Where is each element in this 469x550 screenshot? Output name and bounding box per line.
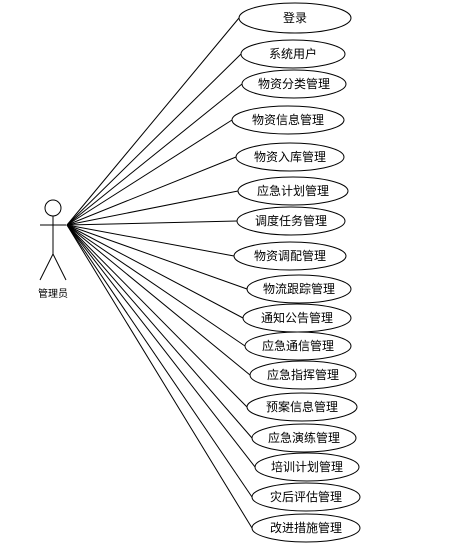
use-case-ellipse [238, 2, 352, 34]
use-cases: 登录系统用户物资分类管理物资信息管理物资入库管理应急计划管理调度任务管理物资调配… [231, 2, 361, 543]
use-case-ellipse [246, 274, 352, 304]
use-case-ellipse [236, 206, 346, 236]
association-line [66, 220, 238, 226]
use-case: 灾后评估管理 [251, 482, 361, 512]
use-case-ellipse [240, 39, 346, 69]
use-case-label: 应急通信管理 [262, 338, 334, 353]
use-case-label: 应急演练管理 [268, 430, 340, 445]
use-case: 应急通信管理 [244, 331, 352, 361]
use-case-label: 改进措施管理 [270, 520, 342, 535]
association-line [66, 53, 242, 226]
use-case: 应急计划管理 [237, 176, 349, 206]
use-case-label: 登录 [283, 10, 307, 25]
use-case: 登录 [238, 2, 352, 34]
use-case-label: 通知公告管理 [261, 310, 333, 325]
use-case-ellipse [241, 69, 347, 99]
use-case: 调度任务管理 [236, 206, 346, 236]
use-case-label: 系统用户 [269, 46, 317, 61]
use-case-label: 物资信息管理 [252, 112, 324, 127]
association-line [66, 156, 237, 226]
use-case-label: 物资分类管理 [258, 76, 330, 91]
association-line [66, 224, 253, 439]
use-case: 通知公告管理 [242, 303, 352, 333]
actor-label: 管理员 [38, 287, 68, 300]
association-line [66, 224, 253, 529]
actor-right-leg [52, 253, 67, 281]
association-line [66, 224, 246, 347]
use-case-label: 应急指挥管理 [267, 367, 339, 382]
association-line [66, 224, 253, 498]
use-case-label: 灾后评估管理 [270, 489, 342, 504]
actor-head [44, 199, 62, 217]
association-line [66, 224, 251, 376]
use-case-ellipse [251, 482, 361, 512]
use-case-ellipse [244, 331, 352, 361]
association-line [66, 224, 235, 257]
use-case-label: 物资调配管理 [254, 248, 326, 263]
use-case: 预案信息管理 [246, 392, 358, 422]
use-case: 物资信息管理 [231, 105, 345, 135]
use-case: 应急指挥管理 [249, 360, 357, 390]
use-case-ellipse [233, 241, 347, 271]
use-case-label: 应急计划管理 [257, 183, 329, 198]
actor-administrator: 管理员 [38, 199, 68, 300]
use-case-ellipse [249, 360, 357, 390]
use-case-ellipse [237, 176, 349, 206]
association-line [66, 83, 243, 226]
use-case: 物资入库管理 [235, 142, 345, 172]
association-line [66, 119, 233, 226]
use-case-ellipse [254, 452, 360, 482]
association-line [66, 224, 256, 468]
use-case: 系统用户 [240, 39, 346, 69]
use-case-ellipse [231, 105, 345, 135]
use-case: 物资分类管理 [241, 69, 347, 99]
use-case: 物流跟踪管理 [246, 274, 352, 304]
association-line [66, 224, 244, 319]
association-line [66, 224, 248, 408]
use-case-label: 物流跟踪管理 [263, 281, 335, 296]
use-case-ellipse [251, 513, 361, 543]
use-case: 培训计划管理 [254, 452, 360, 482]
use-case: 改进措施管理 [251, 513, 361, 543]
use-case: 应急演练管理 [251, 423, 357, 453]
use-case: 物资调配管理 [233, 241, 347, 271]
association-line [66, 190, 239, 226]
use-case-ellipse [251, 423, 357, 453]
association-line [66, 224, 248, 290]
use-case-ellipse [235, 142, 345, 172]
use-case-label: 培训计划管理 [271, 459, 343, 474]
use-case-label: 预案信息管理 [266, 399, 338, 414]
use-case-label: 调度任务管理 [255, 213, 327, 228]
actor-left-leg [39, 253, 54, 281]
association-line [66, 17, 240, 226]
association-lines [66, 17, 256, 529]
use-case-label: 物资入库管理 [254, 149, 326, 164]
use-case-ellipse [246, 392, 358, 422]
